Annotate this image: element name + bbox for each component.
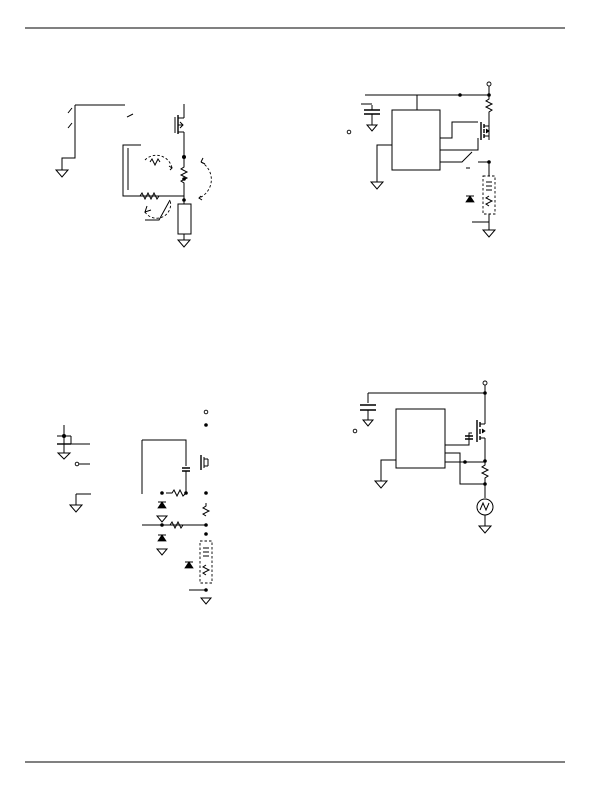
resistor-icon [202, 564, 211, 576]
junction-dot [182, 177, 186, 181]
terminal-icon [74, 461, 80, 467]
resistor-icon [169, 520, 184, 530]
wire [70, 436, 90, 445]
junction-dot [160, 491, 164, 495]
figure-top-right [346, 81, 497, 238]
diode-icon [184, 561, 194, 569]
arrow-head [198, 195, 203, 201]
figure-top-left [54, 104, 212, 248]
capacitor-icon [182, 467, 190, 472]
mosfet-icon [174, 104, 185, 155]
terminal-icon [482, 380, 488, 386]
lamp-filament [479, 501, 490, 512]
junction-dot [204, 523, 208, 527]
mosfet-icon [200, 455, 209, 470]
junction-dot [204, 532, 208, 536]
terminal-icon [203, 409, 209, 415]
current-loop-arrow [144, 199, 172, 219]
ground-icon [361, 419, 375, 427]
junction-dot [204, 588, 208, 592]
ground-icon [373, 480, 389, 489]
wire [376, 144, 392, 182]
resistor-icon [139, 191, 160, 201]
mosfet-icon [476, 420, 486, 442]
resistor-icon [149, 158, 161, 167]
wire [380, 459, 396, 481]
junction-dot [204, 423, 208, 427]
wire-stub [126, 113, 134, 118]
ground-icon [56, 452, 72, 460]
arrow-head [144, 205, 152, 213]
junction-dot [463, 460, 467, 464]
ground-icon [68, 504, 84, 513]
resistor-icon [485, 195, 494, 207]
ground-icon [199, 597, 213, 605]
supply-rail [368, 385, 486, 394]
terminal-icon [486, 81, 492, 87]
figure-bottom-right [352, 380, 494, 534]
ground-icon [481, 229, 497, 238]
ground-icon [365, 124, 379, 132]
pin-ticks [67, 107, 73, 129]
capacitor-icon [360, 404, 376, 411]
coil-icon [486, 181, 492, 191]
diode-icon [157, 501, 167, 509]
input-rail [61, 105, 76, 170]
ground-icon [477, 525, 493, 534]
mosfet-icon [480, 122, 490, 140]
resistor-icon [202, 503, 211, 517]
ground-icon [54, 169, 70, 178]
current-loop-arrow [144, 154, 173, 169]
resistor-icon [166, 488, 187, 498]
coil-icon [203, 547, 209, 557]
controller-ic [391, 109, 441, 171]
bus-wire [142, 439, 187, 466]
figure-bottom-left [56, 409, 213, 605]
capacitor-icon [465, 435, 473, 440]
load-block [177, 203, 192, 235]
current-loop-arrow [198, 161, 212, 199]
arrow-head [168, 165, 173, 171]
junction-dot [160, 523, 164, 527]
terminal-icon [346, 129, 352, 135]
junction-dot [458, 93, 462, 97]
junction-dot [204, 491, 208, 495]
wire [75, 493, 91, 505]
ground-icon [155, 548, 169, 556]
arrow-head [200, 157, 206, 165]
terminal-icon [352, 428, 358, 434]
switch-icon [440, 151, 473, 163]
load-outline [199, 540, 213, 584]
capacitor-icon [364, 109, 380, 115]
diode-icon [465, 195, 475, 203]
gate-wire [440, 121, 478, 139]
controller-ic [395, 408, 446, 469]
sense-wire [122, 144, 184, 197]
ground-icon [369, 181, 385, 190]
diode-icon [157, 534, 167, 542]
ground-icon [176, 239, 192, 248]
resistor-icon [484, 95, 494, 122]
sense-wire [445, 452, 485, 485]
source-wire [440, 138, 479, 151]
ground-icon [155, 515, 169, 523]
resistor-icon [480, 461, 490, 484]
resistor-icon [179, 157, 189, 200]
wire [145, 199, 171, 221]
